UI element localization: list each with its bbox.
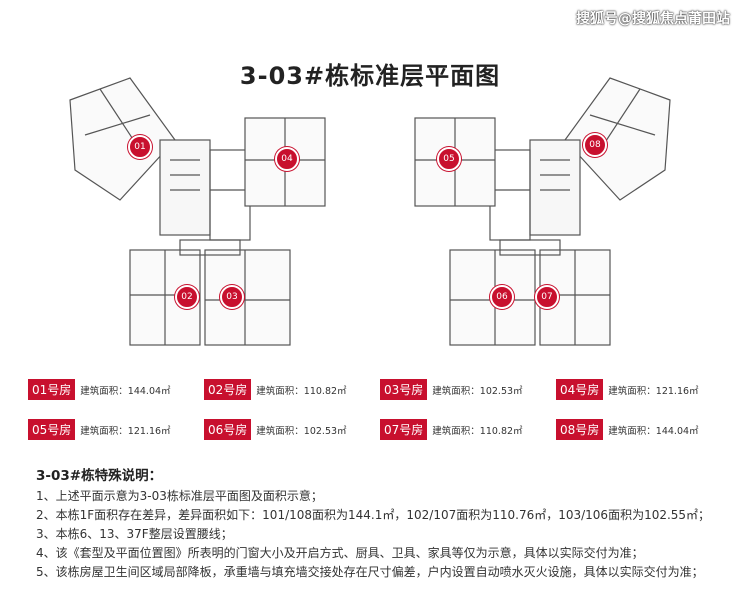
legend-unit-01: 01号房建筑面积：144.04㎡ [28,379,171,400]
area-value: 121.16㎡ [655,385,699,397]
unit-badge-03: 03 [220,285,244,309]
unit-badge-02: 02 [175,285,199,309]
area-label: 建筑面积： [256,385,304,397]
unit-badge-07: 07 [535,285,559,309]
area-value: 144.04㎡ [127,385,171,397]
unit-tag: 05号房 [28,419,76,440]
unit-tag: 03号房 [380,379,428,400]
unit-tag: 02号房 [204,379,252,400]
special-notes: 3-03#栋特殊说明： 1、上述平面示意为3-03栋标准层平面图及面积示意； 2… [36,466,736,582]
note-item: 4、该《套型及平面位置图》所表明的门窗大小及开启方式、厨具、卫具、家具等仅为示意… [36,546,644,560]
unit-tag: 06号房 [204,419,252,440]
legend-unit-06: 06号房建筑面积：102.53㎡ [204,419,347,440]
legend-unit-07: 07号房建筑面积：110.82㎡ [380,419,523,440]
legend-unit-02: 02号房建筑面积：110.82㎡ [204,379,347,400]
area-value: 110.82㎡ [479,425,523,437]
note-item: 2、本栋1F面积存在差异，差异面积如下：101/108面积为144.1㎡，102… [36,508,711,522]
unit-badge-04: 04 [275,147,299,171]
left-wing [69,77,326,346]
note-item: 5、该栋房屋卫生间区域局部降板，承重墙与填充墙交接处存在尺寸偏差，户内设置自动喷… [36,565,704,579]
unit-badge-01: 01 [128,135,152,159]
area-label: 建筑面积： [608,425,656,437]
area-label: 建筑面积： [256,425,304,437]
area-label: 建筑面积： [432,385,480,397]
unit-tag: 07号房 [380,419,428,440]
legend-unit-03: 03号房建筑面积：102.53㎡ [380,379,523,400]
area-label: 建筑面积： [80,425,128,437]
unit-badge-08: 08 [583,133,607,157]
watermark: 搜狐号@搜狐焦点莆田站 [576,11,730,27]
unit-tag: 01号房 [28,379,76,400]
area-value: 102.53㎡ [303,425,347,437]
legend-unit-04: 04号房建筑面积：121.16㎡ [556,379,699,400]
legend-unit-08: 08号房建筑面积：144.04㎡ [556,419,699,440]
page-title: 3-03#栋标准层平面图 [239,62,501,90]
area-label: 建筑面积： [80,385,128,397]
area-label: 建筑面积： [608,385,656,397]
unit-tag: 08号房 [556,419,604,440]
floor-plan-drawing [69,77,671,346]
note-item: 3、本栋6、13、37F整层设置腰线； [36,527,233,541]
area-value: 110.82㎡ [303,385,347,397]
area-label: 建筑面积： [432,425,480,437]
note-item: 1、上述平面示意为3-03栋标准层平面图及面积示意； [36,489,323,503]
notes-heading: 3-03#栋特殊说明： [36,468,163,484]
area-value: 102.53㎡ [479,385,523,397]
unit-badge-06: 06 [490,285,514,309]
unit-tag: 04号房 [556,379,604,400]
area-value: 144.04㎡ [655,425,699,437]
unit-badge-05: 05 [437,147,461,171]
legend-unit-05: 05号房建筑面积：121.16㎡ [28,419,171,440]
area-value: 121.16㎡ [127,425,171,437]
